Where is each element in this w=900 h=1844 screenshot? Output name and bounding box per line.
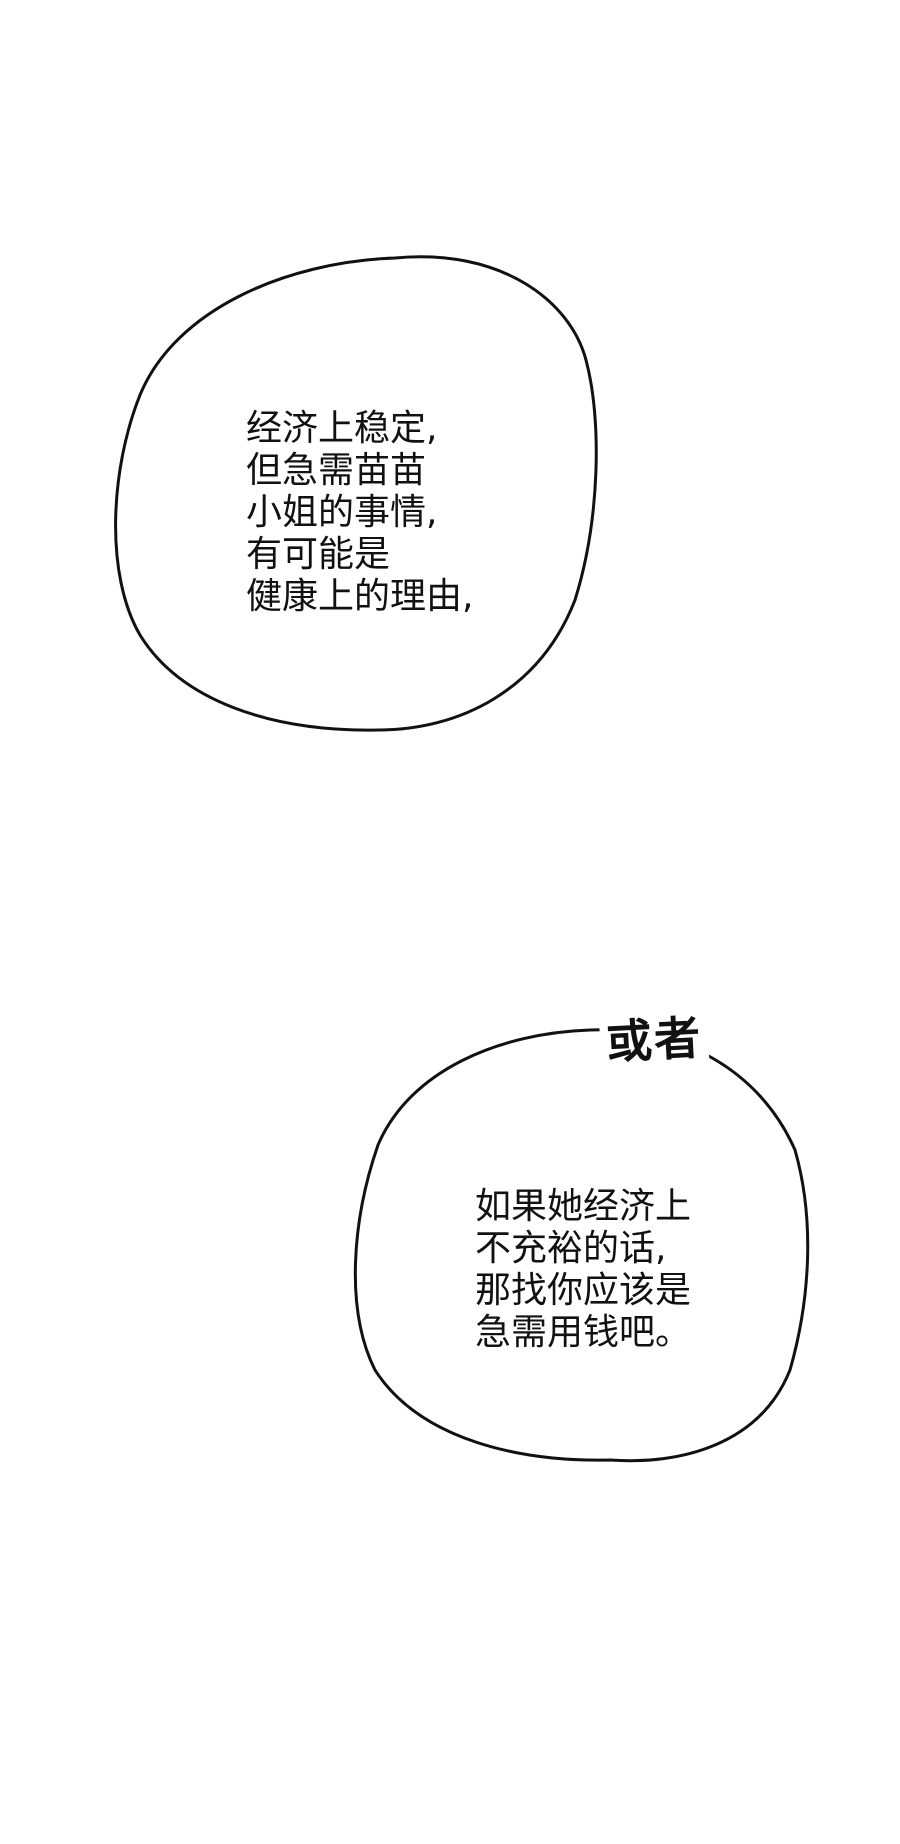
bubble-2-line-1: 如果她经济上 <box>475 1186 692 1227</box>
bubble-2-text: 如果她经济上 不充裕的话, 那找你应该是 急需用钱吧。 <box>475 1186 691 1354</box>
bubble-1-line-3: 小姐的事情, <box>246 492 438 533</box>
bubble-1-line-2: 但急需苗苗 <box>246 450 427 491</box>
bubble-1-line-4: 有可能是 <box>246 534 391 575</box>
bubble-2-line-2: 不充裕的话, <box>475 1228 667 1269</box>
speech-bubble-1 <box>114 255 598 732</box>
speech-bubble-2 <box>353 1028 810 1463</box>
bubble-1-line-1: 经济上稳定, <box>246 408 438 449</box>
bubble-2-line-4: 急需用钱吧。 <box>475 1312 692 1353</box>
bubble-1-text: 经济上稳定, 但急需苗苗 小姐的事情, 有可能是 健康上的理由, <box>246 408 473 618</box>
bubble-2-line-3: 那找你应该是 <box>475 1270 692 1311</box>
sfx-text: 或者 <box>598 1001 710 1073</box>
bubble-1-line-5: 健康上的理由, <box>246 576 474 617</box>
